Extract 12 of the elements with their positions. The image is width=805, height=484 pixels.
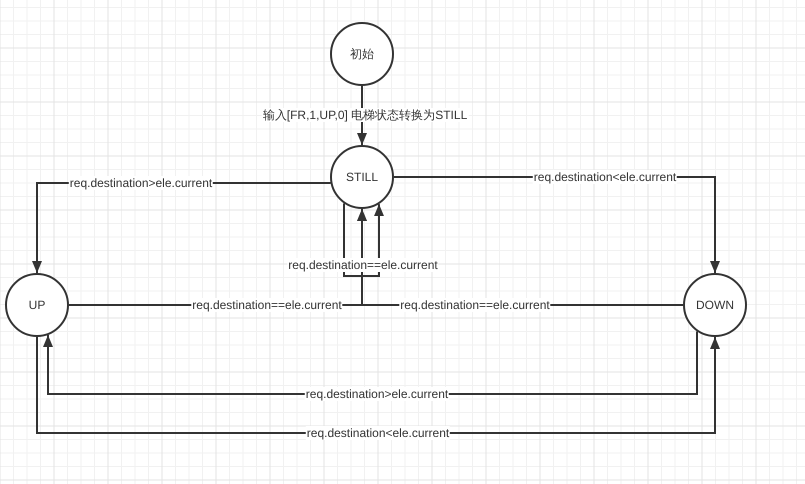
edge-label: req.destination>ele.current xyxy=(68,176,214,190)
edge-label: req.destination>ele.current xyxy=(304,387,450,401)
state-circle: DOWN xyxy=(683,273,747,337)
edge-label: req.destination<ele.current xyxy=(306,426,450,440)
state-circle: STILL xyxy=(330,145,394,209)
edge-label: 输入[FR,1,UP,0] 电梯状态转换为STILL xyxy=(262,108,468,122)
state-circle: 初始 xyxy=(330,22,394,86)
edge-label: req.destination==ele.current xyxy=(191,298,343,312)
edge-label: req.destination==ele.current xyxy=(399,298,551,312)
edge-label: req.destination==ele.current xyxy=(287,258,439,272)
state-circle: UP xyxy=(5,273,69,337)
edge-label: req.destination<ele.current xyxy=(532,170,678,184)
